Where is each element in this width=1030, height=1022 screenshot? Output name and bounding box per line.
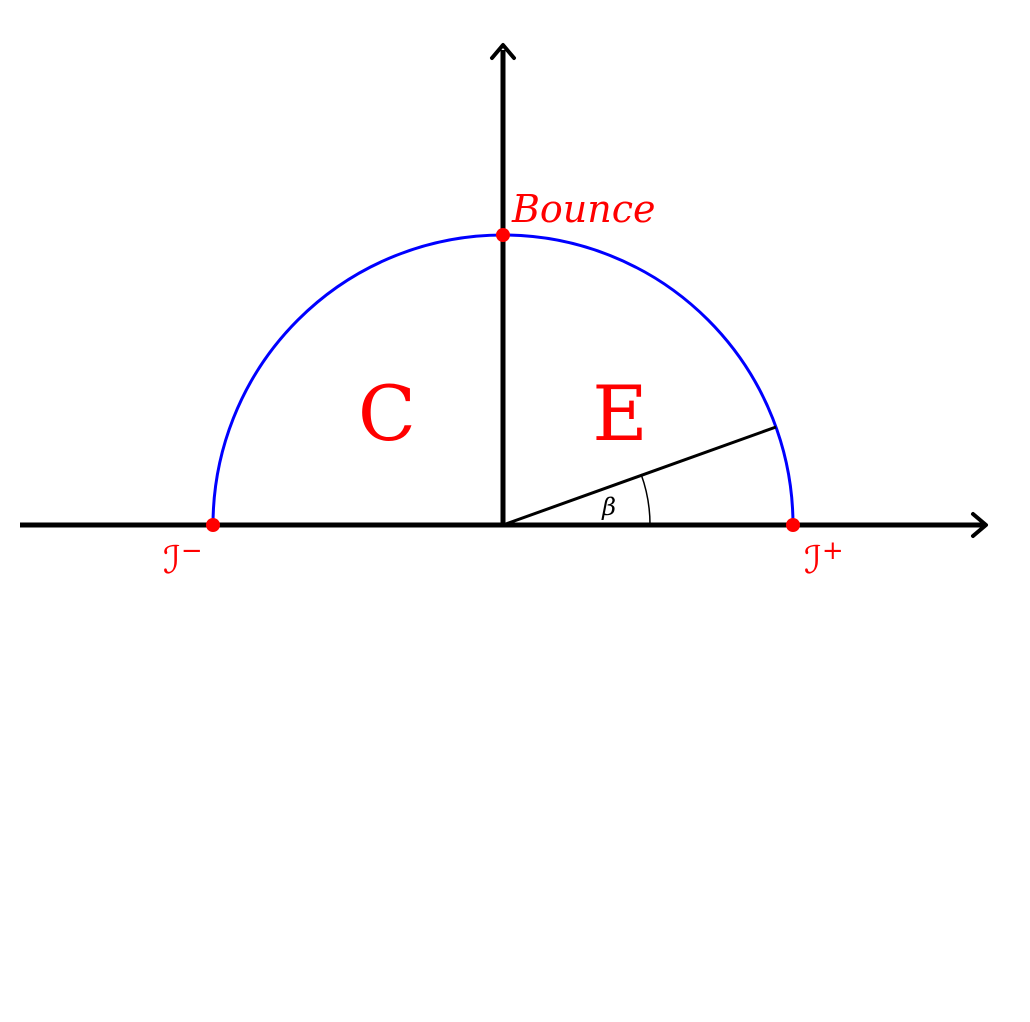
scri-plus-label: ℐ+ [804, 536, 844, 582]
scri-plus-sup: + [822, 536, 844, 566]
scri-minus-symbol: ℐ [163, 538, 181, 582]
bounce-point [496, 228, 510, 242]
scri-minus-point [206, 518, 220, 532]
vertical-axis-arrow-icon [490, 43, 516, 60]
angle-arc [640, 473, 651, 526]
horizontal-axis-arrow-icon [971, 512, 988, 538]
scri-plus-symbol: ℐ [804, 538, 822, 582]
scri-minus-sup: − [181, 536, 203, 566]
radial-line [502, 425, 777, 527]
region-label-right: E [592, 369, 647, 458]
bounce-label: Bounce [511, 187, 656, 231]
scri-plus-point [786, 518, 800, 532]
scri-minus-label: ℐ− [163, 536, 203, 582]
region-label-left: C [358, 369, 416, 458]
angle-label: β [601, 493, 616, 521]
